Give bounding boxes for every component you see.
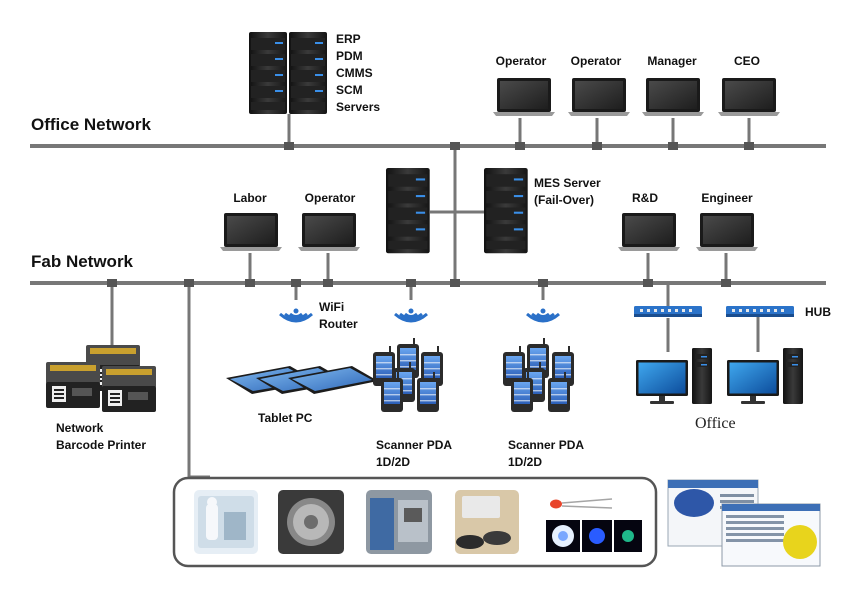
office-network-line	[30, 144, 826, 148]
office-terminal-label: Manager	[647, 54, 697, 68]
scanner-pda-label-1: Scanner PDA 1D/2D	[376, 437, 452, 471]
server-tower-icon	[386, 168, 430, 254]
led-samples	[546, 520, 642, 552]
server-label-scm: SCM	[336, 83, 363, 97]
scanner1-label-line2: 1D/2D	[376, 455, 411, 469]
fab-network-label: Fab Network	[31, 252, 134, 271]
laptop-icon	[298, 213, 360, 251]
desktop-computer-icon	[636, 348, 712, 404]
fab-terminal-label: Labor	[233, 191, 267, 205]
printer-label: Network Barcode Printer	[56, 420, 146, 454]
mes-server-label-line1: MES Server	[534, 176, 601, 190]
laptop-icon	[618, 213, 680, 251]
office-terminal-label: Operator	[570, 54, 622, 68]
junctions	[107, 142, 754, 287]
network-hub-icon	[634, 306, 702, 317]
scanner-pda-icon	[417, 372, 439, 412]
office-terminal-label: Operator	[495, 54, 547, 68]
barcode-printer-icon	[102, 366, 156, 412]
scanner2-label-line1: Scanner PDA	[508, 438, 585, 452]
office-network-label: Office Network	[31, 115, 151, 134]
scanner1-label-line1: Scanner PDA	[376, 438, 453, 452]
laptop-icon	[493, 78, 555, 116]
equipment-photo-cleanroom	[194, 490, 258, 554]
tablets	[226, 366, 378, 394]
server-tower-icon	[249, 32, 287, 114]
wifi-router-label: WiFi Router	[319, 299, 358, 333]
fab-network-line	[30, 281, 826, 285]
scanner-pda-group-2	[503, 338, 574, 412]
laptop-icon	[642, 78, 704, 116]
equipment-photo-wafers	[455, 490, 519, 554]
printer-label-line2: Barcode Printer	[56, 438, 147, 452]
hub-label: HUB	[805, 305, 831, 319]
wifi-signal-icon	[393, 307, 429, 323]
server-tower-icon	[484, 168, 528, 254]
led-component	[550, 498, 613, 509]
scanner-pda-group-1	[373, 338, 443, 412]
mes-server-label: MES Server (Fail-Over)	[534, 175, 601, 209]
office-desktops	[636, 348, 803, 404]
hubs	[634, 306, 794, 317]
office-terminal-label: CEO	[733, 54, 761, 68]
tablet-label: Tablet PC	[258, 411, 313, 425]
laptop-icon	[220, 213, 282, 251]
scanner2-label-line2: 1D/2D	[508, 455, 543, 469]
server-label-servers: Servers	[336, 100, 381, 114]
server-label-cmms: CMMS	[336, 66, 373, 80]
equipment-photo-tool	[366, 490, 432, 554]
software-screenshots	[667, 479, 821, 567]
barcode-printers	[46, 345, 156, 412]
enterprise-servers	[249, 32, 327, 114]
scanner-pda-icon	[548, 372, 570, 412]
fab-equipment-panel	[172, 476, 658, 568]
wifi-label-line2: Router	[319, 317, 358, 331]
laptop-icon	[696, 213, 758, 251]
fab-terminal-label: Operator	[304, 191, 356, 205]
server-label-erp: ERP	[336, 32, 361, 46]
office-laptops	[493, 78, 780, 116]
office-label: Office	[695, 415, 736, 432]
wifi-signal-icon	[525, 307, 561, 323]
desktop-computer-icon	[727, 348, 803, 404]
wifi-label-line1: WiFi	[319, 300, 345, 314]
server-label-pdm: PDM	[336, 49, 363, 63]
server-tower-icon	[289, 32, 327, 114]
scanner-pda-icon	[381, 372, 403, 412]
laptop-icon	[568, 78, 630, 116]
connector-lines	[110, 114, 760, 479]
scanner-pda-label-2: Scanner PDA 1D/2D	[508, 437, 584, 471]
printer-label-line1: Network	[56, 421, 104, 435]
scanner-pda-icon	[511, 372, 533, 412]
laptop-icon	[718, 78, 780, 116]
barcode-printer-icon	[46, 362, 100, 408]
wifi-signal-icon	[278, 307, 314, 323]
fab-terminal-label: R&D	[632, 191, 658, 205]
fab-terminal-label: Engineer	[701, 191, 753, 205]
network-hub-icon	[726, 306, 794, 317]
enterprise-servers-label: ERP PDM CMMS SCM Servers	[336, 31, 380, 116]
equipment-photo-wafer-chamber	[278, 490, 344, 554]
mes-server-label-line2: (Fail-Over)	[534, 193, 595, 207]
